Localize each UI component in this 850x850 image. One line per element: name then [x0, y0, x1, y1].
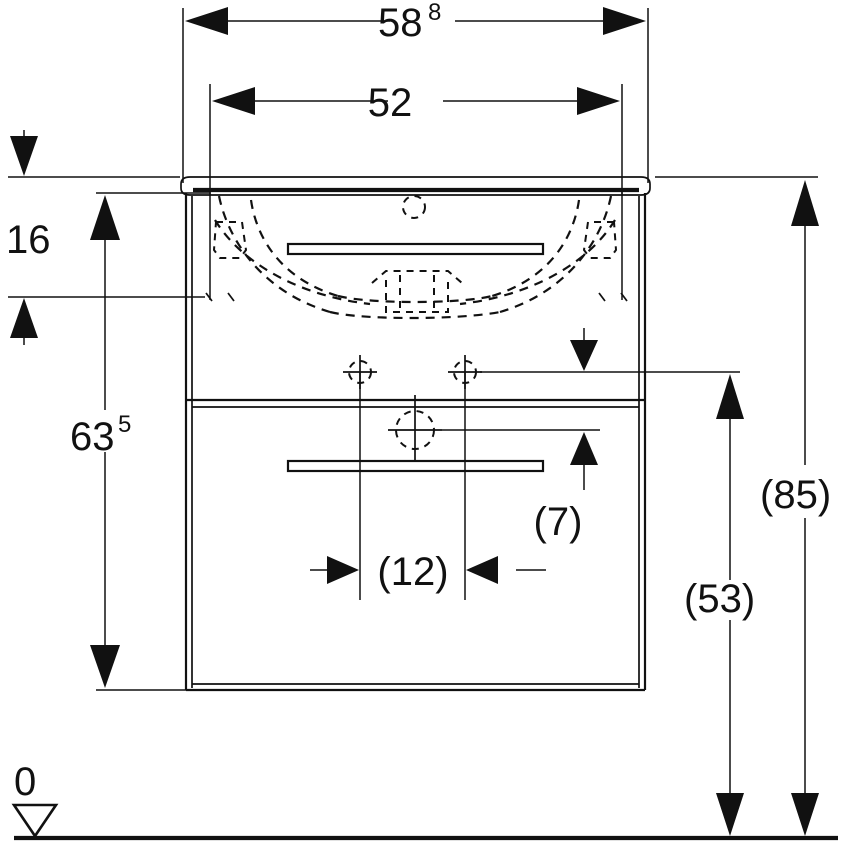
lower-handle-bar[interactable] — [286, 459, 545, 473]
bowl-inner-bottom — [337, 294, 493, 304]
dimension-label-offset-handle: (7) — [534, 500, 583, 544]
arrow-up-7 — [570, 432, 598, 465]
bowl-inner-right — [491, 199, 581, 298]
dimension-height-to-fixing: (53) — [684, 374, 755, 836]
dimension-height-to-top: (85) — [655, 176, 831, 836]
dimension-label-width-overall-superscript: 8 — [428, 0, 441, 26]
bracket-right — [582, 221, 618, 259]
lower-drawer-handle[interactable] — [286, 459, 545, 473]
dimension-label-width-cabinet: 52 — [368, 81, 413, 125]
fixing-mark-left-a — [205, 292, 213, 302]
bracket-left — [212, 221, 248, 259]
wall-fixing-crosshairs — [343, 355, 482, 600]
arrow-down-53 — [716, 793, 744, 836]
bowl-rim-left — [214, 219, 371, 306]
dimension-label-height-basin-band: 16 — [6, 218, 51, 262]
dimension-width-overall: 58 8 — [182, 0, 649, 183]
bowl-inner-left — [249, 199, 339, 298]
arrow-up-16 — [10, 298, 38, 338]
dimension-label-height-to-fixing: (53) — [684, 577, 755, 621]
floor-datum: 0 — [11, 760, 838, 841]
washbasin-countertop — [180, 176, 651, 196]
bowl-outer-left — [217, 195, 331, 314]
arrow-down-63 — [90, 645, 120, 688]
arrow-left-overall — [185, 7, 228, 35]
waste-outlet-body — [385, 280, 449, 313]
arrow-left-12 — [466, 556, 498, 584]
dimension-label-height-cabinet-superscript: 5 — [118, 411, 131, 438]
upper-handle-bar[interactable] — [286, 242, 545, 256]
arrow-down-7 — [570, 340, 598, 371]
arrow-right-cabinet — [577, 87, 620, 115]
dimension-label-height-cabinet: 63 — [70, 415, 115, 459]
upper-drawer-handle[interactable] — [286, 242, 545, 256]
arrow-right-12 — [327, 556, 359, 584]
dimension-label-width-overall: 58 — [378, 1, 423, 45]
tap-hole-icon — [402, 195, 426, 219]
dimension-height-cabinet: 63 5 — [70, 192, 210, 691]
dimension-offset-handle: (7) — [442, 328, 740, 544]
datum-triangle-icon — [11, 803, 59, 839]
arrow-down-16 — [10, 136, 38, 176]
arrow-left-cabinet — [212, 87, 255, 115]
washbasin-hidden-outline — [212, 195, 618, 320]
arrow-right-overall — [603, 7, 646, 35]
arrow-up-85 — [791, 180, 819, 226]
bowl-outer-right — [499, 195, 613, 314]
dimension-label-spacing-fixings: (12) — [377, 550, 448, 594]
vanity-cabinet-body — [184, 193, 647, 692]
datum-label: 0 — [14, 760, 36, 804]
arrow-up-63 — [90, 195, 120, 240]
dimension-width-cabinet: 52 — [209, 81, 623, 196]
fixing-mark-right-a — [598, 292, 606, 302]
cabinet-fixing-marks — [205, 190, 628, 302]
dimension-height-basin-band: 16 — [6, 130, 205, 345]
bowl-rim-right — [459, 219, 616, 306]
fixing-mark-left-b — [227, 292, 235, 302]
countertop-profile — [180, 176, 651, 196]
dimension-label-height-to-top: (85) — [760, 473, 831, 517]
arrow-up-53 — [716, 374, 744, 419]
dimension-spacing-fixings: (12) — [310, 550, 546, 594]
bowl-outer-bottom — [329, 310, 501, 320]
arrow-down-85 — [791, 793, 819, 836]
